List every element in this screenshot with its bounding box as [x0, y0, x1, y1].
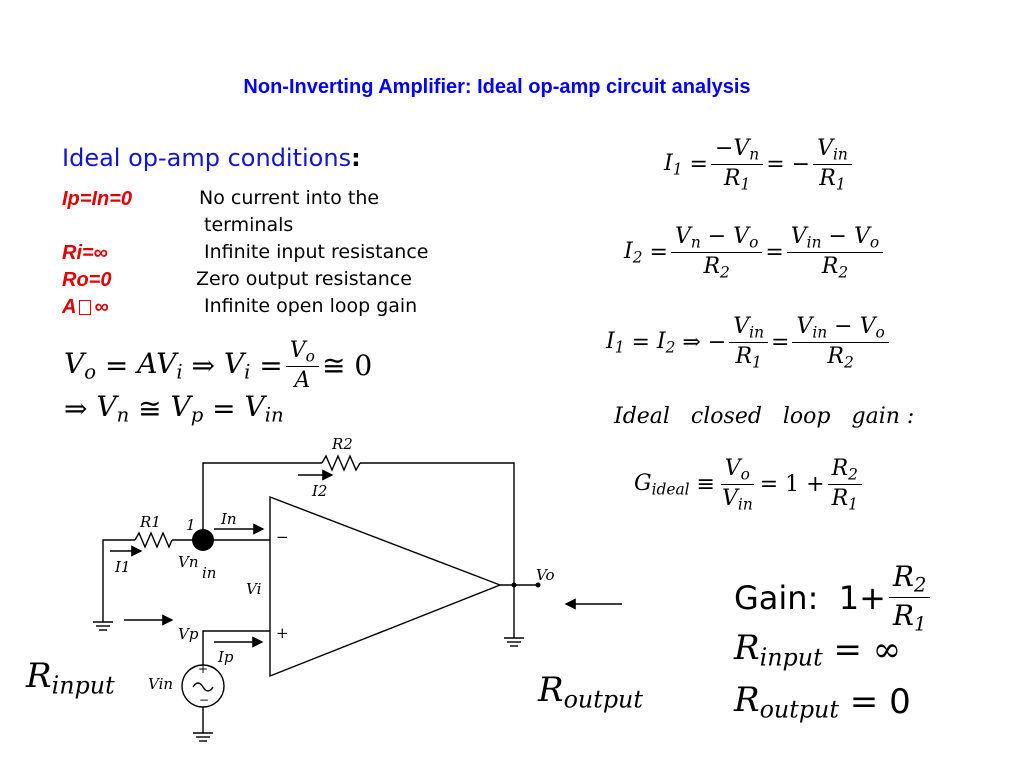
- label-vn: Vn: [178, 553, 199, 571]
- label-source-minus: −: [199, 693, 210, 707]
- page-title: Non-Inverting Amplifier: Ideal op-amp ci…: [243, 76, 751, 98]
- source-tilde: [192, 682, 214, 692]
- label-minus-input: −: [276, 528, 289, 546]
- label-node-1: 1: [186, 516, 196, 534]
- label-vin: Vin: [148, 675, 174, 693]
- summary-gain-label: Gain:: [734, 578, 819, 617]
- condition-desc-currents-cont: terminals: [204, 214, 294, 236]
- label-vi: Vi: [246, 580, 262, 598]
- wire-r1-left: [102, 539, 135, 620]
- summary-routput: Routput = 0: [734, 680, 911, 724]
- label-routput: Routput: [538, 670, 643, 714]
- feedback-wire-left: [202, 462, 322, 540]
- condition-term-currents: Ip=In=0: [62, 188, 133, 210]
- condition-desc-ri: Infinite input resistance: [204, 241, 429, 263]
- equation-vn-vp: ⇒ Vn ≅ Vp = Vin: [64, 390, 284, 427]
- conditions-heading-text: Ideal op-amp conditions: [62, 144, 352, 172]
- label-vp: Vp: [178, 625, 199, 643]
- condition-desc-a: Infinite open loop gain: [204, 295, 418, 317]
- label-ip: Ip: [218, 648, 234, 666]
- ground-symbols: [93, 620, 524, 742]
- conditions-heading-colon: :: [351, 144, 361, 172]
- summary-rinput: Rinput = ∞: [734, 628, 902, 672]
- condition-term-ri: Ri=∞: [62, 242, 108, 264]
- condition-desc-currents: No current into the: [199, 187, 380, 209]
- label-r2: R2: [332, 435, 353, 453]
- label-r1: R1: [140, 513, 161, 531]
- resistor-r1: [134, 531, 173, 549]
- feedback-wire-right: [360, 462, 515, 585]
- op-amp-triangle: [269, 495, 502, 678]
- voltage-source: [181, 664, 225, 708]
- label-source-plus: +: [198, 662, 209, 676]
- wire-vp: [202, 630, 270, 665]
- output-terminal-dot: [535, 582, 541, 588]
- condition-desc-ro: Zero output resistance: [196, 268, 412, 290]
- output-node-dot: [511, 582, 517, 588]
- label-in-sub: in: [202, 564, 217, 582]
- label-in: In: [221, 510, 237, 528]
- label-rinput: Rinput: [26, 656, 115, 700]
- label-vo: Vo: [536, 566, 555, 584]
- label-i2: I2: [312, 482, 328, 500]
- label-i1: I1: [115, 558, 131, 576]
- condition-term-a: A∞: [62, 296, 109, 318]
- resistor-r2: [321, 454, 361, 472]
- closed-loop-gain-label: Ideal closed loop gain :: [614, 404, 915, 429]
- label-plus-input: +: [276, 624, 289, 642]
- condition-term-ro: Ro=0: [62, 269, 112, 291]
- conditions-heading: Ideal op-amp conditions:: [62, 144, 361, 172]
- node-1-dot: [192, 529, 214, 551]
